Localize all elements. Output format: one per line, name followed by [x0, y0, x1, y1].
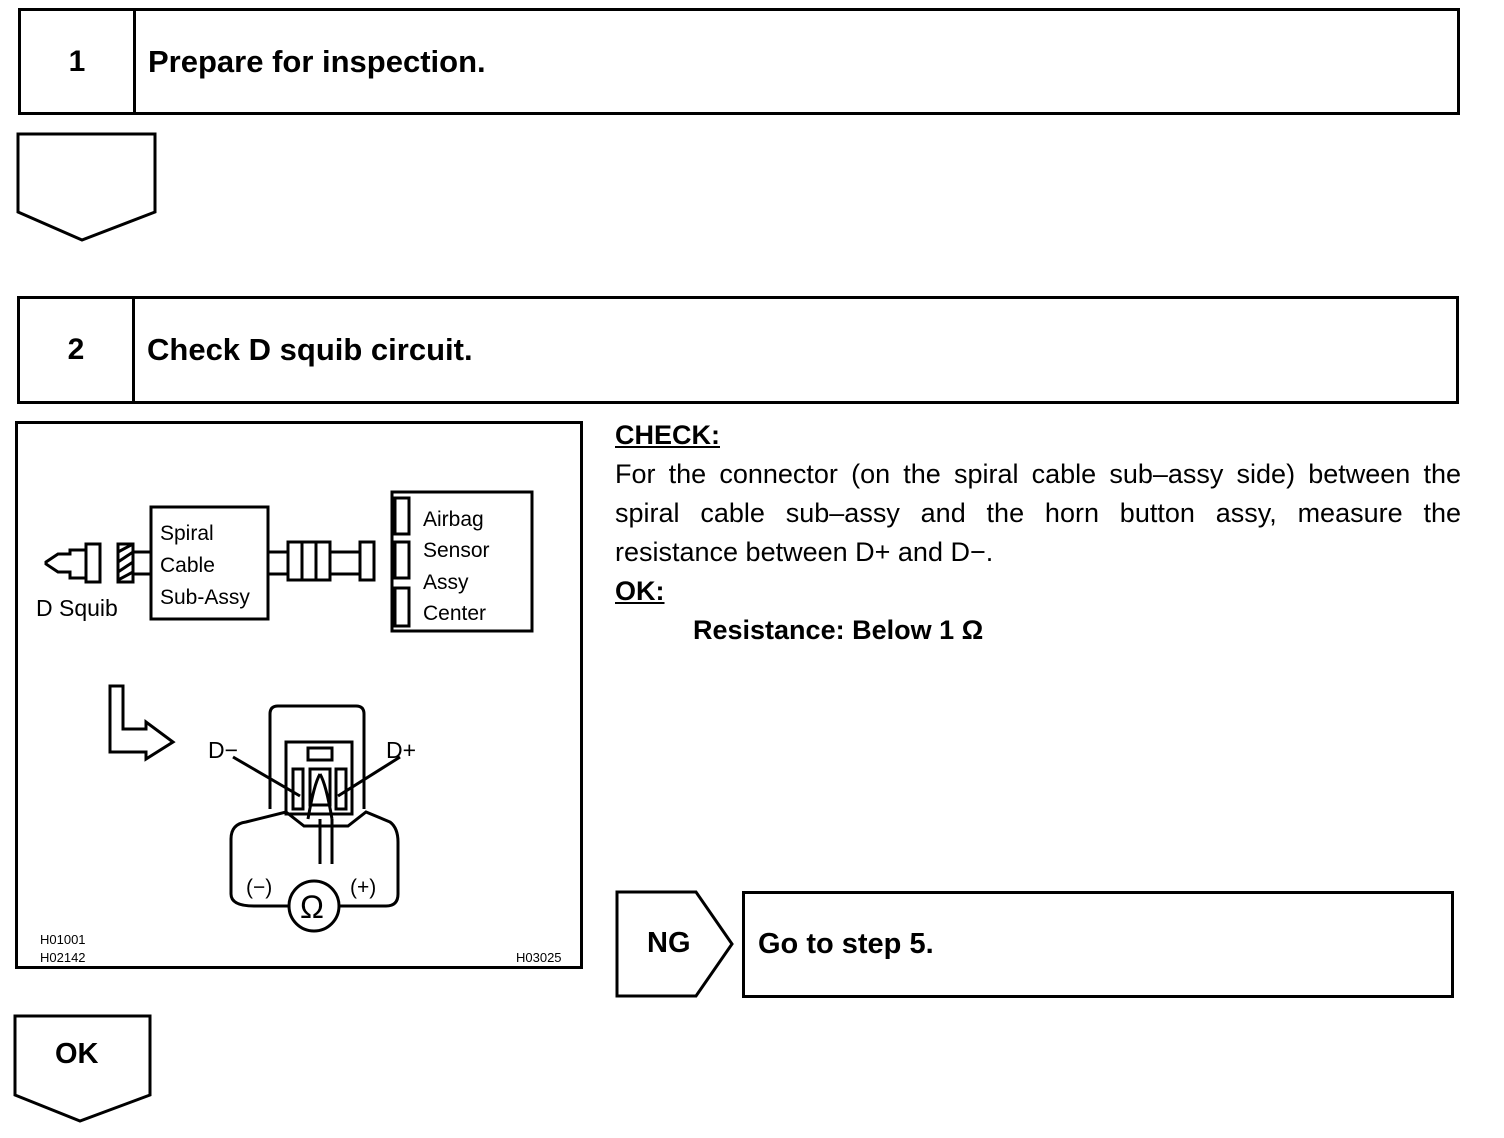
check-instructions: CHECK: For the connector (on the spiral … [615, 416, 1461, 650]
step-1-number: 1 [21, 11, 136, 112]
spiral-line-1: Spiral [160, 522, 214, 545]
meter-minus-label: (−) [246, 876, 272, 899]
figure-code-right: H03025 [516, 950, 562, 965]
airbag-line-3: Assy [423, 571, 469, 594]
d-plus-label: D+ [386, 737, 416, 763]
squib-circuit-figure: D Squib Spiral Cable Sub-Assy Airbag Sen… [15, 421, 583, 969]
step-2-number: 2 [20, 299, 135, 401]
figure-code-left-1: H01001 [40, 932, 86, 947]
figure-code-left-2: H02142 [40, 950, 86, 965]
check-text: For the connector (on the spiral cable s… [615, 459, 1461, 567]
airbag-line-2: Sensor [423, 539, 490, 562]
meter-plus-label: (+) [350, 876, 376, 899]
ok-tag: OK [12, 1013, 154, 1125]
ok-tag-label: OK [55, 1038, 99, 1070]
step-2-header: 2 Check D squib circuit. [17, 296, 1459, 404]
d-minus-label: D− [208, 737, 238, 763]
airbag-line-1: Airbag [423, 508, 484, 531]
ng-tag-shape [615, 890, 734, 998]
spiral-line-2: Cable [160, 554, 215, 577]
ok-heading: OK: [615, 576, 665, 606]
resistance-spec: Resistance: Below 1 Ω [693, 615, 984, 645]
ok-tag-shape [13, 1014, 152, 1123]
d-squib-label: D Squib [36, 595, 118, 621]
step-1-header: 1 Prepare for inspection. [18, 8, 1460, 115]
ng-result: Go to step 5. [742, 891, 1454, 998]
check-heading: CHECK: [615, 420, 720, 450]
step-2-title: Check D squib circuit. [147, 332, 473, 367]
ohm-icon: Ω [300, 889, 324, 925]
spiral-line-3: Sub-Assy [160, 586, 250, 609]
flow-arrow-1 [16, 132, 157, 242]
ng-tag-label: NG [647, 927, 691, 959]
step-1-title: Prepare for inspection. [148, 43, 486, 79]
ng-tag: NG [614, 889, 740, 999]
squib-circuit-diagram: D Squib Spiral Cable Sub-Assy Airbag Sen… [36, 490, 562, 965]
airbag-line-4: Center [423, 602, 486, 625]
